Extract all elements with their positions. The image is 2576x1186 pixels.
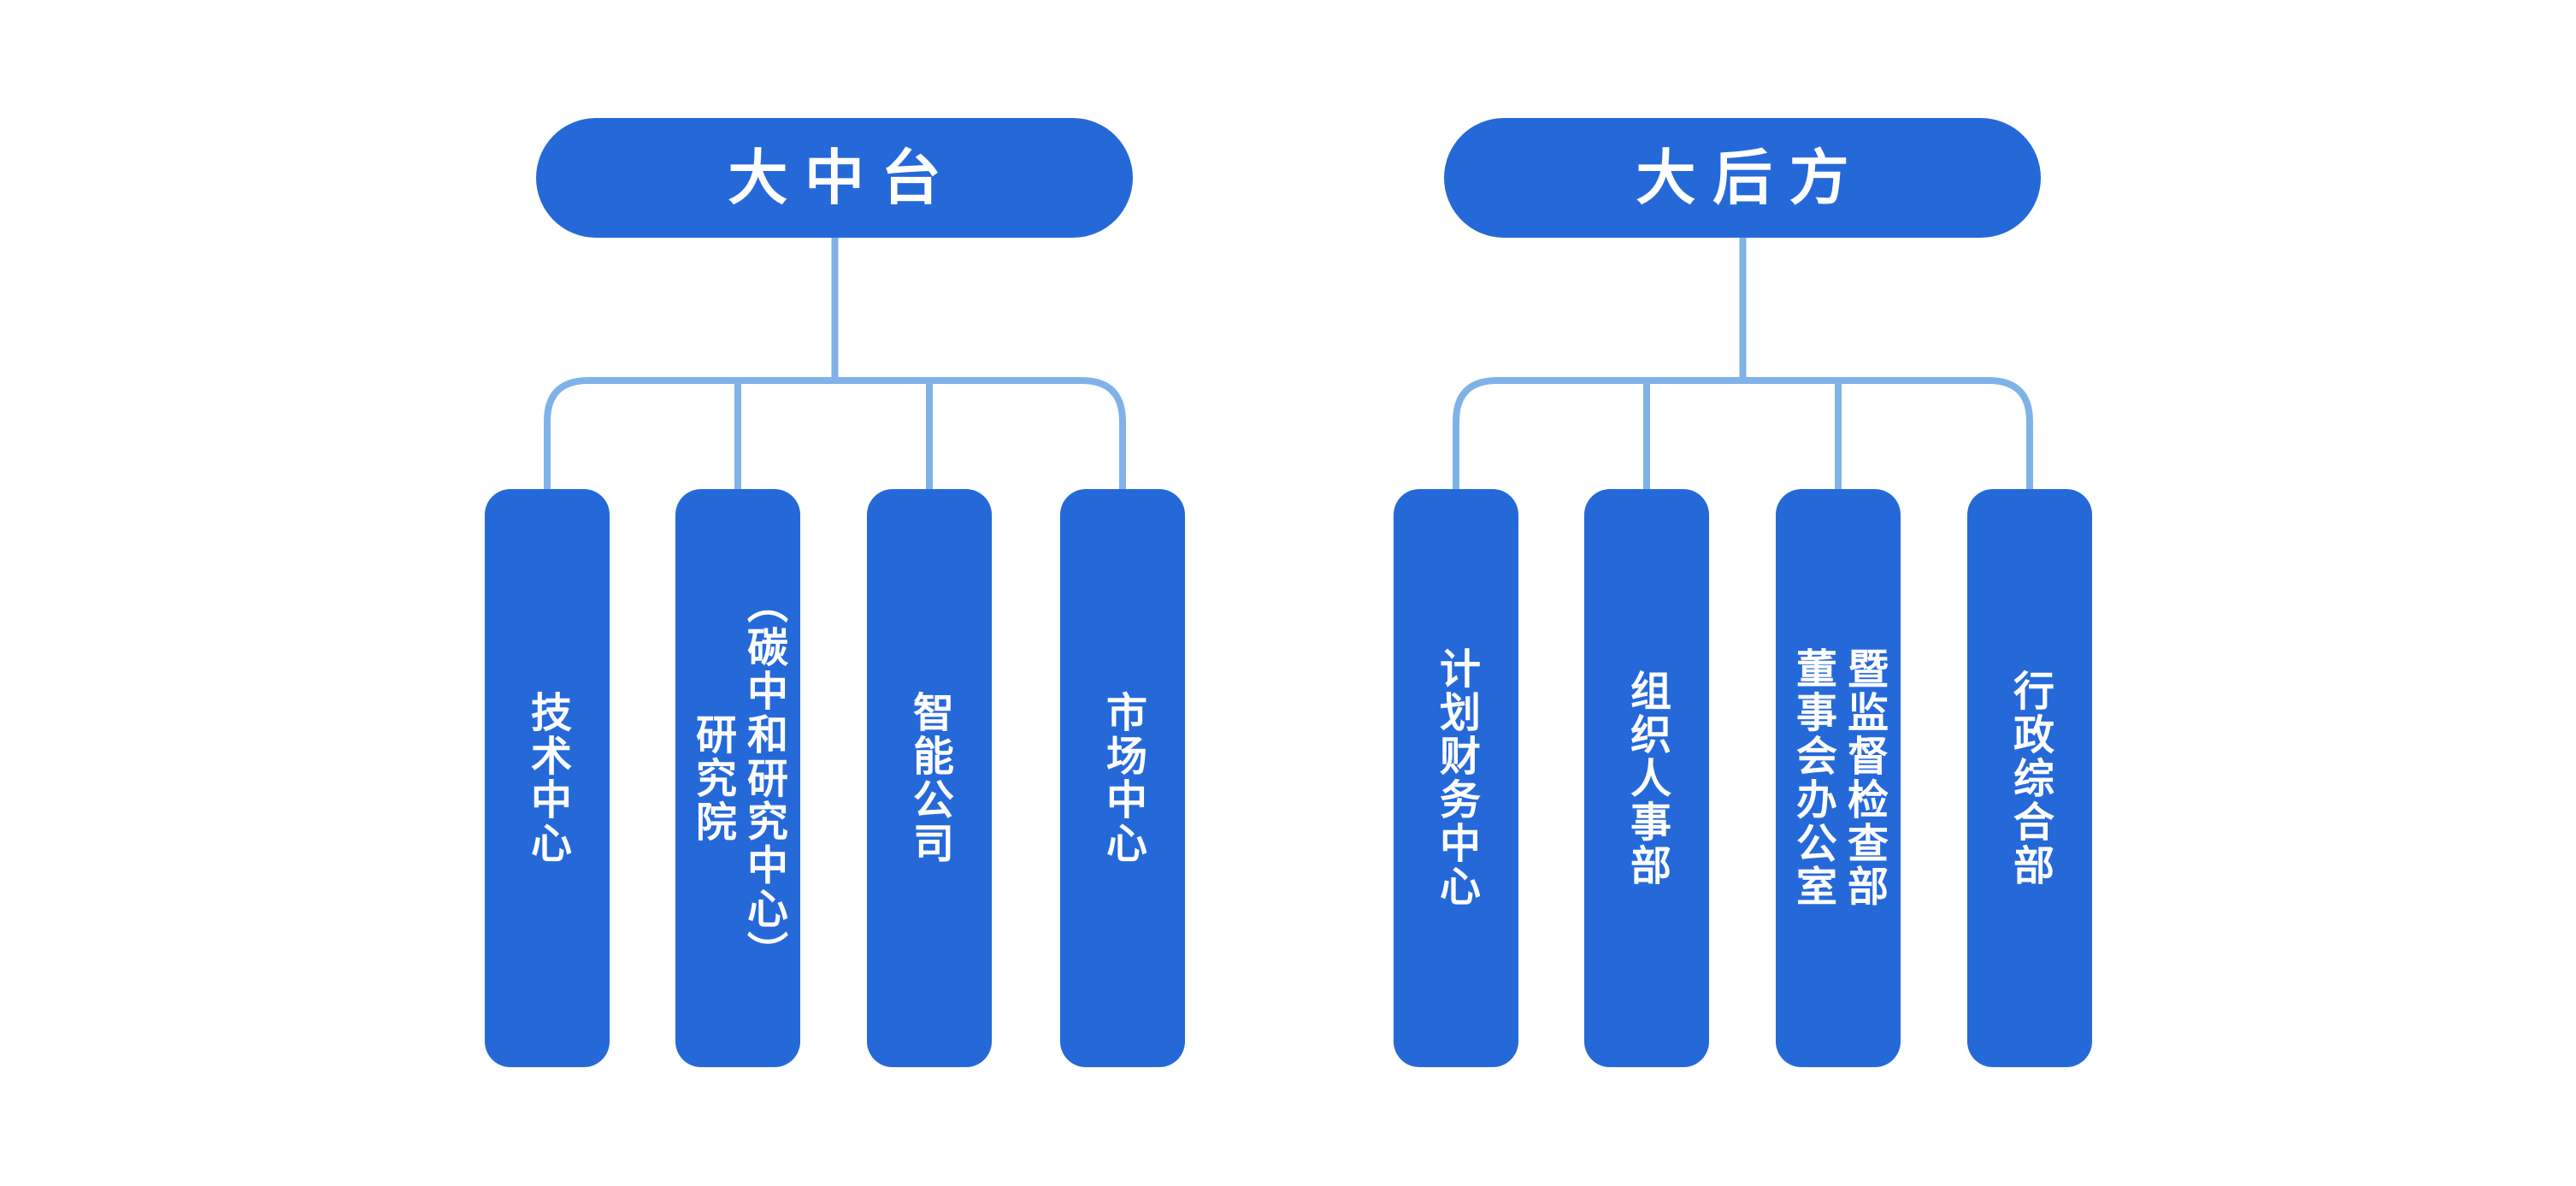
- child-label-jishu-zhongxin: 技术中心: [523, 691, 571, 865]
- child-node-jishu-zhongxin: 技术中心: [485, 489, 610, 1067]
- child-label-jihua-caiwu: 计划财务中心: [1432, 647, 1480, 909]
- child-label-zuzhi-renshi: 组织人事部: [1623, 669, 1671, 888]
- child-label-dongshihui-bangongshi: 董事会办公室 暨监督检查部: [1789, 647, 1888, 909]
- child-node-xingzheng-zonghe: 行政综合部: [1967, 489, 2092, 1067]
- child-node-zhineng-gongsi: 智能公司: [867, 489, 992, 1067]
- child-label-shichang-zhongxin: 市场中心: [1099, 691, 1147, 865]
- header-node-dazhongtai: 大中台: [536, 118, 1133, 238]
- child-node-shichang-zhongxin: 市场中心: [1060, 489, 1185, 1067]
- connector-right-group: [1453, 234, 2033, 496]
- header-label-dazhongtai: 大中台: [728, 143, 958, 213]
- child-node-yanjiuyuan: 研究院 （碳中和研究中心）: [675, 489, 800, 1067]
- child-label-xingzheng-zonghe: 行政综合部: [2006, 669, 2054, 888]
- header-node-dahoufang: 大后方: [1444, 118, 2041, 238]
- child-label-zhineng-gongsi: 智能公司: [905, 691, 953, 865]
- child-label-yanjiuyuan: 研究院 （碳中和研究中心）: [688, 582, 787, 974]
- child-node-jihua-caiwu: 计划财务中心: [1394, 489, 1518, 1067]
- child-node-dongshihui-bangongshi: 董事会办公室 暨监督检查部: [1776, 489, 1901, 1067]
- connector-left-group: [544, 234, 1126, 496]
- header-label-dahoufang: 大后方: [1636, 143, 1866, 213]
- child-node-zuzhi-renshi: 组织人事部: [1584, 489, 1709, 1067]
